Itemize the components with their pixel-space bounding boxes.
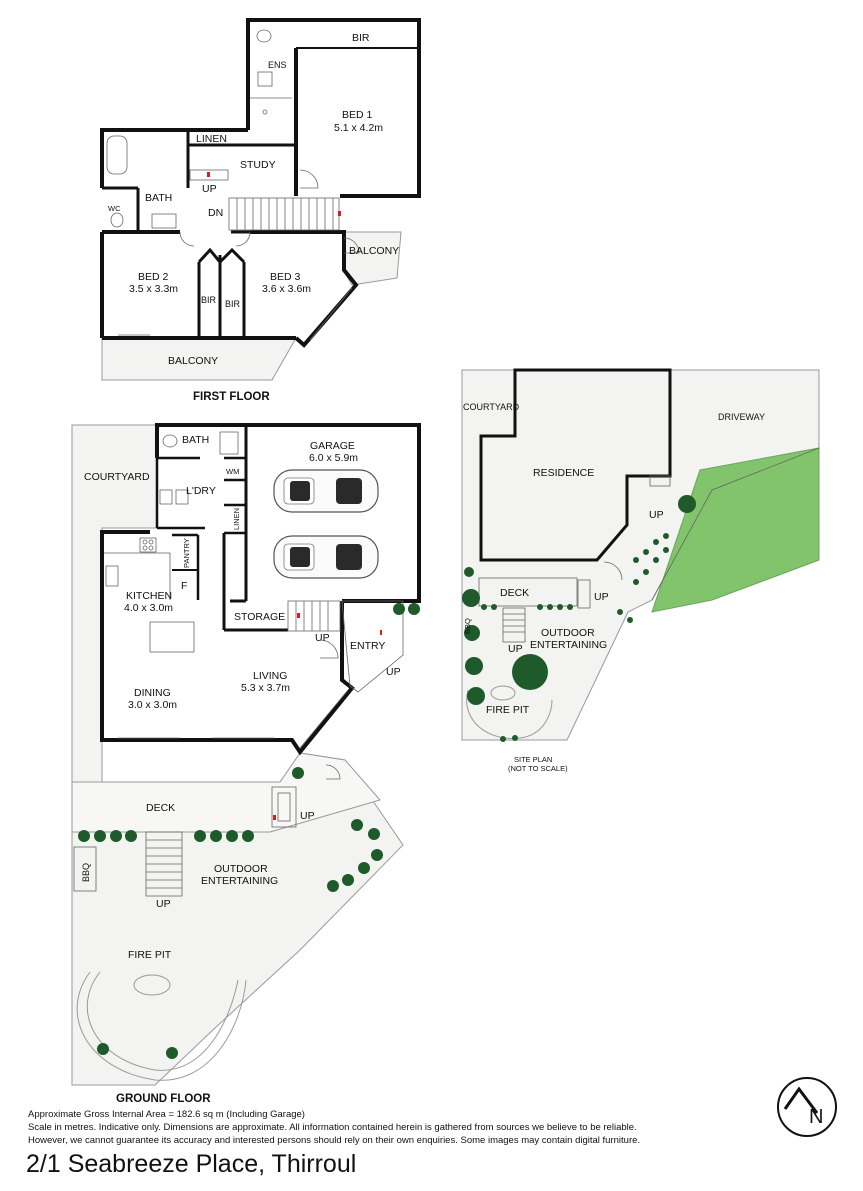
site-plan: COURTYARD DRIVEWAY RESIDENCE UP DECK UP … [461, 368, 820, 773]
gf-garage-label: GARAGE [310, 440, 355, 452]
gf-garage-size: 6.0 x 5.9m [309, 452, 358, 464]
gf-f-label: F [181, 580, 187, 592]
ff-bir-right-label: BIR [225, 299, 241, 309]
ff-linen-label: LINEN [196, 133, 227, 145]
bath-fixtures [106, 135, 177, 229]
site-outdoor-label-1: OUTDOOR [541, 627, 595, 639]
ff-bed1-label: BED 1 [342, 109, 373, 121]
gf-courtyard-label: COURTYARD [84, 471, 150, 483]
ff-ens-label: ENS [268, 60, 287, 70]
ff-dn-label: DN [208, 207, 223, 219]
site-caption-2: (NOT TO SCALE) [508, 764, 568, 773]
garage-cars [273, 469, 379, 579]
gf-storage-label: STORAGE [234, 611, 285, 623]
gf-bath-fixtures [159, 431, 239, 505]
gf-living-label: LIVING [253, 670, 287, 682]
gf-dining-label: DINING [134, 687, 171, 699]
ff-bed2-label: BED 2 [138, 271, 169, 283]
gf-outdoor-label-2: ENTERTAINING [201, 875, 278, 887]
gf-wm-label: WM [226, 467, 239, 476]
site-up2-label: UP [594, 591, 609, 603]
first-floor-plan: BIR ENS BED 1 5.1 x 4.2m LINEN STUDY UP … [100, 18, 421, 403]
gf-up-stairs-label: UP [315, 632, 330, 644]
ff-bed1-size: 5.1 x 4.2m [334, 122, 383, 134]
north-letter: N [809, 1106, 823, 1128]
area-statement: Approximate Gross Internal Area = 182.6 … [28, 1109, 305, 1120]
site-deck-label: DECK [500, 587, 529, 599]
site-lawn [651, 447, 820, 613]
gf-living-size: 5.3 x 3.7m [241, 682, 290, 694]
site-fire-pit-label: FIRE PIT [486, 704, 530, 716]
ground-floor-title: GROUND FLOOR [116, 1093, 211, 1105]
site-shrubs [462, 495, 696, 742]
site-residence-outline [479, 368, 672, 562]
site-residence-label: RESIDENCE [533, 467, 594, 479]
ff-bed3-label: BED 3 [270, 271, 301, 283]
gf-deck-label: DECK [146, 802, 175, 814]
site-up3-label: UP [508, 643, 523, 655]
ff-bed3-size: 3.6 x 3.6m [262, 283, 311, 295]
site-courtyard-label: COURTYARD [463, 402, 520, 412]
ff-study-label: STUDY [240, 159, 276, 171]
site-up1-label: UP [649, 509, 664, 521]
ff-up-label: UP [202, 183, 217, 195]
ff-bed2-size: 3.5 x 3.3m [129, 283, 178, 295]
disclaimer-line-2: However, we cannot guarantee its accurac… [28, 1135, 641, 1146]
gf-entry-label: ENTRY [350, 640, 385, 652]
gf-kitchen-size: 4.0 x 3.0m [124, 602, 173, 614]
property-address: 2/1 Seabreeze Place, Thirroul [26, 1150, 357, 1178]
deck-steps [73, 786, 297, 897]
gf-bath-label: BATH [182, 434, 209, 446]
gf-bbq-label: BBQ [81, 863, 91, 882]
gf-ldry-label: L'DRY [186, 485, 216, 497]
north-arrow-icon: N [777, 1077, 837, 1137]
ff-bir-left-label: BIR [201, 295, 217, 305]
ff-bir-top-label: BIR [352, 32, 370, 44]
gf-pantry-label: PANTRY [182, 538, 191, 568]
site-outdoor-label-2: ENTERTAINING [530, 639, 607, 651]
ff-bath-label: BATH [145, 192, 172, 204]
site-driveway-label: DRIVEWAY [718, 412, 765, 422]
first-floor-stairs [189, 169, 341, 231]
gf-dining-size: 3.0 x 3.0m [128, 699, 177, 711]
ensuite-fixtures [250, 29, 292, 115]
gf-up-deck-label: UP [300, 810, 315, 822]
gf-stairs [287, 600, 404, 693]
bed1-ens-walls [246, 18, 421, 198]
gf-up-steps-label: UP [156, 898, 171, 910]
gf-fire-pit-label: FIRE PIT [128, 949, 172, 961]
gf-shrubs [78, 603, 420, 1059]
gf-up-entry-label: UP [386, 666, 401, 678]
ff-balcony-right-label: BALCONY [349, 245, 399, 257]
disclaimer-line-1: Scale in metres. Indicative only. Dimens… [28, 1122, 637, 1133]
first-floor-title: FIRST FLOOR [193, 391, 270, 403]
ff-balcony-bottom-label: BALCONY [168, 355, 218, 367]
gf-linen-label: LINEN [232, 508, 241, 530]
ground-floor-plan: BATH GARAGE 6.0 x 5.9m COURTYARD WM L'DR… [71, 423, 421, 1105]
site-caption-1: SITE PLAN [514, 755, 552, 764]
gf-kitchen-label: KITCHEN [126, 590, 172, 602]
site-deck [466, 475, 671, 739]
gf-outdoor-label-1: OUTDOOR [214, 863, 268, 875]
fire-pit [76, 971, 247, 1081]
ff-wc-label: WC [108, 204, 121, 213]
site-bbq-label: BBQ [463, 618, 472, 634]
kitchen-fixtures [104, 537, 195, 653]
